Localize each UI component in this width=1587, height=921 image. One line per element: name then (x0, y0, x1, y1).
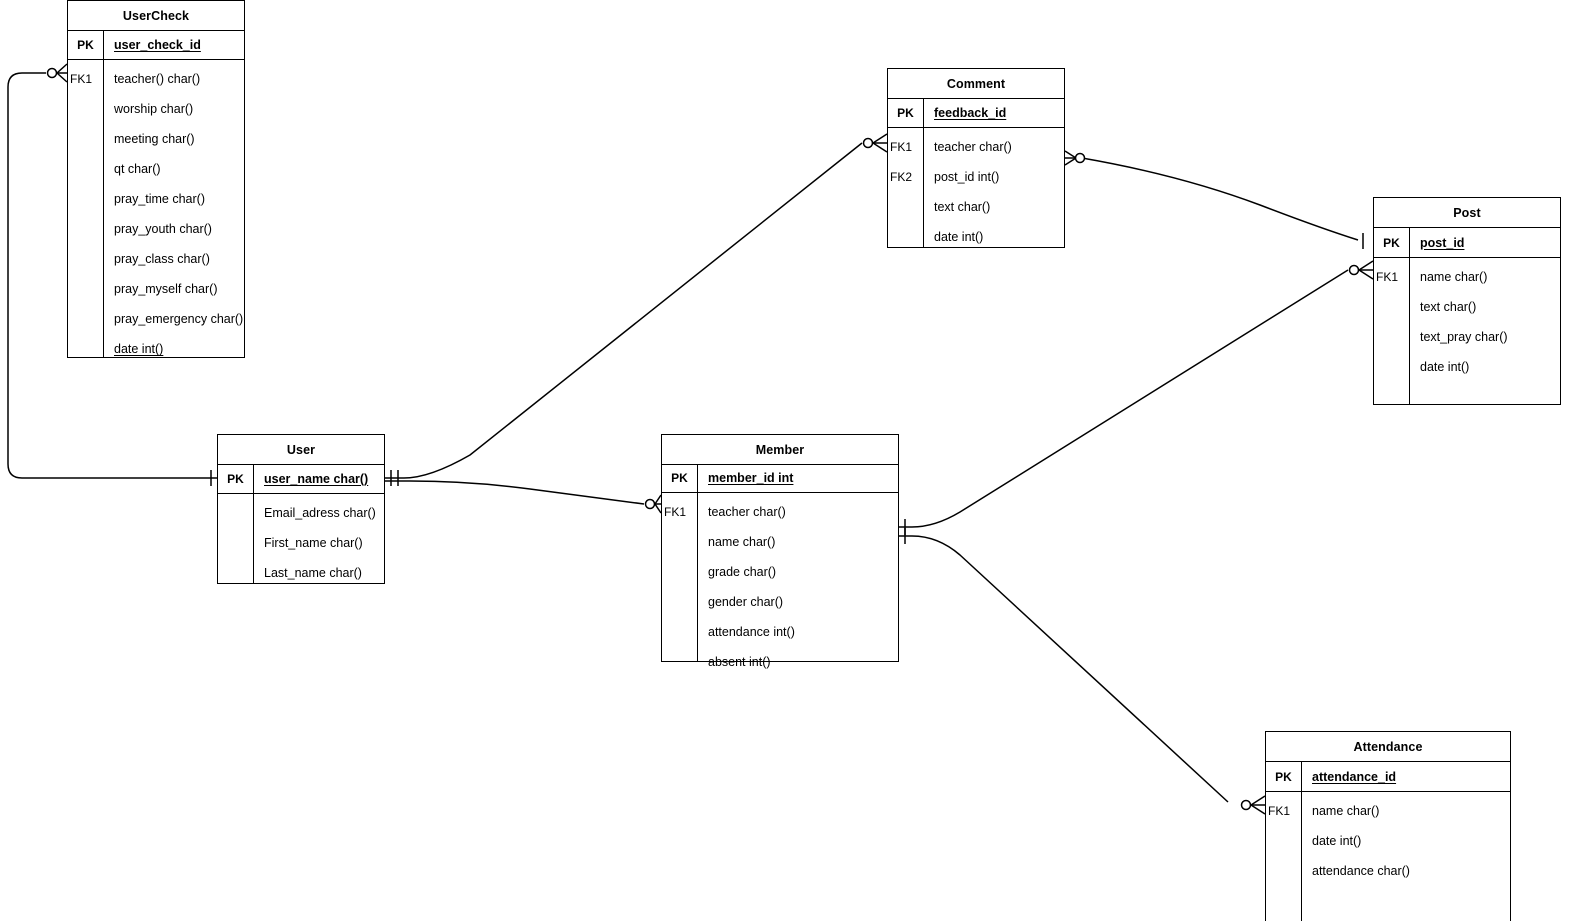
attribute: date int() (1420, 360, 1470, 374)
fk-label: FK1 (1268, 804, 1291, 818)
fk-label: FK1 (1376, 270, 1399, 284)
attribute: attendance char() (1312, 864, 1410, 878)
foreign-key-column: FK1 (662, 492, 698, 661)
pk-field-name: attendance_id (1312, 769, 1397, 784)
foreign-key-column: FK1 (1374, 258, 1410, 404)
pk-field-name: feedback_id (934, 105, 1007, 120)
marker-zero-or-many-comment-post (1064, 150, 1086, 166)
attribute: pray_youth char() (114, 222, 212, 237)
attribute: date int() (1312, 834, 1362, 848)
attribute: worship char() (114, 102, 194, 117)
primary-key-row: PK feedback_id (888, 99, 1064, 128)
attribute-column: teacher char() post_id int() text char()… (924, 128, 1064, 247)
attribute: meeting char() (114, 132, 195, 147)
attribute: text char() (934, 199, 991, 214)
attribute: name char() (708, 534, 776, 549)
foreign-key-column: FK1 (1266, 792, 1302, 921)
entity-title: UserCheck (68, 1, 244, 31)
pk-label: PK (1374, 228, 1410, 257)
attribute: qt char() (114, 162, 161, 177)
attribute-body: FK1 name char() text char() text_pray ch… (1374, 258, 1560, 404)
fk-label: FK2 (890, 169, 913, 184)
attribute-body: FK1 name char() date int() attendance ch… (1266, 792, 1510, 921)
attribute-body: FK1 teacher char() name char() grade cha… (662, 492, 898, 669)
foreign-key-column: FK1 (68, 60, 104, 357)
attribute: pray_time char() (114, 192, 205, 207)
fk-label: FK1 (664, 504, 687, 519)
primary-key-row: PK member_id int (662, 465, 898, 493)
entity-title: Member (662, 435, 898, 465)
attribute: pray_emergency char() (114, 312, 244, 327)
attribute-column: name char() date int() attendance char() (1302, 792, 1510, 921)
primary-key-row: PK user_name char() (218, 465, 384, 494)
attribute: date int() (934, 229, 984, 244)
attribute-column: Email_adress char() First_name char() La… (254, 494, 384, 583)
edge-comment-post (1081, 157, 1359, 241)
entity-title: User (218, 435, 384, 465)
attribute: Email_adress char() (264, 505, 376, 520)
edge-user-member (385, 480, 645, 505)
attribute: teacher() char() (114, 72, 201, 87)
attribute: name char() (1420, 270, 1488, 284)
pk-label: PK (1266, 762, 1302, 791)
attribute: Last_name char() (264, 565, 362, 580)
edge-member-attendance (899, 535, 1229, 803)
entity-user[interactable]: User PK user_name char() Email_adress ch… (217, 434, 385, 584)
entity-title: Post (1374, 198, 1560, 228)
entity-attendance[interactable]: Attendance PK attendance_id FK1 name cha… (1265, 731, 1511, 921)
fk-label: FK1 (70, 72, 93, 87)
entity-member[interactable]: Member PK member_id int FK1 teacher char… (661, 434, 899, 669)
attribute-body: FK1 FK2 teacher char() post_id int() tex… (888, 127, 1064, 247)
pk-label: PK (662, 465, 698, 492)
attribute: post_id int() (934, 169, 1000, 184)
attribute: text_pray char() (1420, 330, 1508, 344)
primary-key-row: PK user_check_id (68, 31, 244, 61)
marker-zero-or-many-comment (862, 133, 888, 153)
attribute-column: teacher() char() worship char() meeting … (104, 60, 244, 357)
attribute: attendance int() (708, 624, 795, 639)
foreign-key-column (218, 493, 254, 583)
attribute: absent int() (708, 654, 771, 669)
attribute-column: name char() text char() text_pray char()… (1410, 258, 1560, 404)
attribute: date int() (114, 342, 164, 357)
entity-title: Comment (888, 69, 1064, 99)
pk-label: PK (888, 99, 924, 127)
entity-title: Attendance (1266, 732, 1510, 762)
entity-post[interactable]: Post PK post_id FK1 name char() text cha… (1373, 197, 1561, 405)
attribute-body: Email_adress char() First_name char() La… (218, 493, 384, 583)
attribute: teacher char() (708, 504, 786, 519)
edge-user-comment (385, 142, 863, 479)
marker-zero-or-many-usercheck (46, 63, 68, 83)
foreign-key-column: FK1 FK2 (888, 127, 924, 247)
entity-usercheck[interactable]: UserCheck PK user_check_id FK1 teacher()… (67, 0, 245, 358)
attribute: pray_myself char() (114, 282, 218, 297)
attribute: teacher char() (934, 139, 1012, 154)
marker-zero-or-many-attendance (1240, 795, 1266, 815)
edge-member-post (899, 269, 1349, 528)
fk-label: FK1 (890, 139, 913, 154)
pk-field-name: member_id int (708, 471, 794, 486)
attribute: pray_class char() (114, 252, 210, 267)
attribute-body: FK1 teacher() char() worship char() meet… (68, 60, 244, 357)
pk-label: PK (218, 465, 254, 493)
marker-zero-or-many-member (644, 494, 662, 514)
pk-label: PK (68, 31, 104, 60)
attribute: text char() (1420, 300, 1477, 314)
pk-field-name: user_name char() (264, 471, 369, 486)
attribute: grade char() (708, 564, 777, 579)
primary-key-row: PK attendance_id (1266, 762, 1510, 792)
pk-field-name: post_id (1420, 235, 1465, 250)
marker-zero-or-many-post-fk (1348, 260, 1374, 280)
attribute: name char() (1312, 804, 1380, 818)
entity-comment[interactable]: Comment PK feedback_id FK1 FK2 teacher c… (887, 68, 1065, 248)
attribute-column: teacher char() name char() grade char() … (698, 493, 898, 669)
primary-key-row: PK post_id (1374, 228, 1560, 258)
attribute: First_name char() (264, 535, 363, 550)
attribute: gender char() (708, 594, 784, 609)
pk-field-name: user_check_id (114, 38, 201, 53)
